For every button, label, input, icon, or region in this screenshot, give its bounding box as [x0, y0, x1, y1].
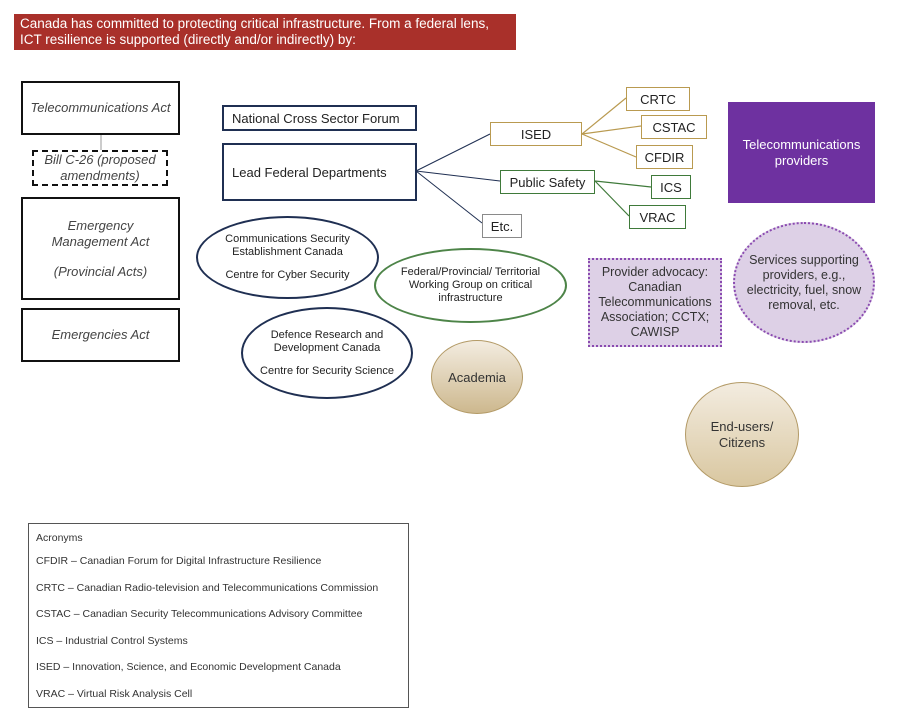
lead-federal-departments-box: Lead Federal Departments — [222, 143, 417, 201]
bill-c26-box: Bill C-26 (proposed amendments) — [32, 150, 168, 186]
drdc-label: Defence Research and Development Canada — [270, 328, 384, 354]
cstac-box: CSTAC — [641, 115, 707, 139]
connector-lead-public-safety — [415, 170, 501, 182]
acronym-item: ICS – Industrial Control Systems — [36, 634, 188, 647]
cse-label: Communications Security Establishment Ca… — [225, 233, 350, 258]
crtc-label: CRTC — [640, 91, 676, 107]
intro-banner: Canada has committed to protecting criti… — [14, 14, 516, 50]
etc-box: Etc. — [482, 214, 522, 238]
cfdir-box: CFDIR — [636, 145, 693, 169]
national-cross-sector-forum-box: National Cross Sector Forum — [222, 105, 417, 131]
bill-c26-label: Bill C-26 (proposed amendments) — [44, 152, 156, 183]
telecommunications-act-box: Telecommunications Act — [21, 81, 180, 135]
emergency-management-act-box: Emergency Management Act (Provincial Act… — [21, 197, 180, 300]
emergencies-act-box: Emergencies Act — [21, 308, 180, 362]
vrac-label: VRAC — [639, 209, 676, 225]
drdc-ellipse: Defence Research and Development Canada … — [241, 307, 413, 399]
connector-ised-crtc — [581, 97, 627, 135]
services-supporting-circle: Services supporting providers, e.g., ele… — [733, 222, 875, 343]
lead-federal-departments-label: Lead Federal Departments — [232, 164, 387, 180]
acronym-item: CRTC – Canadian Radio-television and Tel… — [36, 581, 379, 594]
provider-advocacy-label: Provider advocacy: Canadian Telecommunic… — [598, 265, 712, 339]
telecommunications-act-label: Telecommunications Act — [30, 100, 171, 115]
connector-ps-vrac — [594, 180, 630, 217]
academia-label: Academia — [448, 369, 506, 385]
fpt-working-group-ellipse: Federal/Provincial/ Territorial Working … — [374, 248, 567, 323]
cfdir-label: CFDIR — [644, 149, 685, 165]
connector-lead-etc — [415, 170, 483, 224]
emergency-management-act-label: Emergency Management Act — [51, 217, 150, 249]
public-safety-box: Public Safety — [500, 170, 595, 194]
cyber-centre-label: Centre for Cyber Security — [225, 269, 350, 281]
ised-label: ISED — [520, 126, 552, 142]
provincial-acts-label: (Provincial Acts) — [53, 263, 148, 279]
national-cross-sector-forum-label: National Cross Sector Forum — [232, 110, 400, 126]
cstac-label: CSTAC — [652, 119, 696, 135]
fpt-working-group-label: Federal/Provincial/ Territorial Working … — [400, 266, 541, 304]
css-label: Centre for Security Science — [260, 364, 394, 377]
connector-ised-cstac — [581, 125, 642, 135]
acronym-item: VRAC – Virtual Risk Analysis Cell — [36, 687, 193, 700]
telecom-providers-box: Telecommunications providers — [728, 102, 875, 203]
acronym-item: ISED – Innovation, Science, and Economic… — [36, 661, 341, 673]
etc-label: Etc. — [490, 218, 514, 234]
emergencies-act-label: Emergencies Act — [51, 327, 150, 342]
ics-box: ICS — [651, 175, 691, 199]
end-users-circle: End-users/ Citizens — [685, 382, 799, 487]
end-users-label: End-users/ Citizens — [710, 418, 774, 450]
ics-label: ICS — [660, 179, 682, 195]
public-safety-label: Public Safety — [509, 174, 586, 190]
cse-ellipse: Communications Security Establishment Ca… — [196, 216, 379, 299]
connector-ps-ics — [594, 180, 652, 188]
telecom-providers-label: Telecommunications providers — [742, 136, 861, 168]
academia-ellipse: Academia — [431, 340, 523, 414]
services-supporting-label: Services supporting providers, e.g., ele… — [746, 252, 862, 312]
acronyms-title: Acronyms — [36, 532, 83, 544]
crtc-box: CRTC — [626, 87, 690, 111]
connector-ised-cfdir — [581, 133, 637, 158]
ised-box: ISED — [490, 122, 582, 146]
acronym-item: CSTAC – Canadian Security Telecommunicat… — [36, 608, 363, 620]
acronyms-box: Acronyms CFDIR – Canadian Forum for Digi… — [28, 523, 409, 708]
connector-lead-ised — [415, 133, 491, 172]
acronym-item: CFDIR – Canadian Forum for Digital Infra… — [36, 555, 322, 567]
vrac-box: VRAC — [629, 205, 686, 229]
provider-advocacy-box: Provider advocacy: Canadian Telecommunic… — [588, 258, 722, 347]
